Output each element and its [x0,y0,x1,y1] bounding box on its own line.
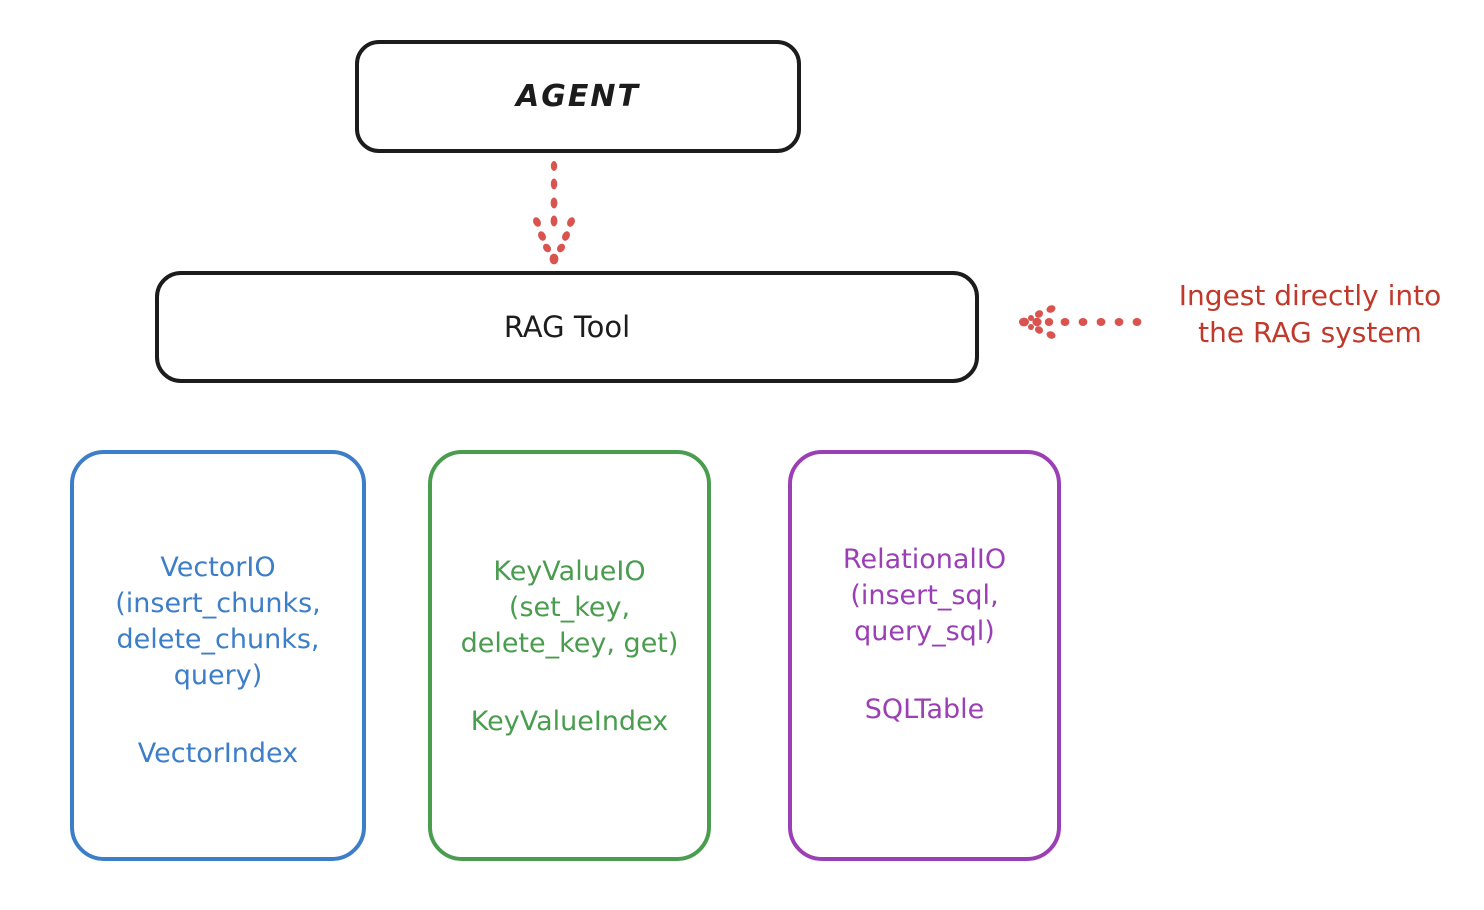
node-relational-io-primary: RelationalIO (insert_sql, query_sql) [842,544,1007,647]
node-rag-tool-label: RAG Tool [503,310,631,344]
node-agent[interactable]: AGENT [355,40,801,153]
node-key-value-io-secondary: KeyValueIndex [470,705,669,737]
annotation-ingest-note: Ingest directly into the RAG system [1178,279,1442,349]
node-key-value-io-primary: KeyValueIO (set_key, delete_key, get) [460,556,679,659]
arrow-agent-to-rag-tool [533,161,575,265]
node-vector-io[interactable]: VectorIO (insert_chunks, delete_chunks, … [70,450,366,861]
node-key-value-io[interactable]: KeyValueIO (set_key, delete_key, get) Ke… [428,450,711,861]
node-vector-io-primary: VectorIO (insert_chunks, delete_chunks, … [115,552,321,691]
node-vector-io-content: VectorIO (insert_chunks, delete_chunks, … [115,550,320,769]
node-relational-io-secondary: SQLTable [864,693,985,725]
node-vector-io-secondary: VectorIndex [137,737,299,769]
node-agent-label: AGENT [516,79,640,114]
node-rag-tool[interactable]: RAG Tool [155,271,979,383]
node-key-value-io-content: KeyValueIO (set_key, delete_key, get) Ke… [461,554,679,737]
node-relational-io-content: RelationalIO (insert_sql, query_sql) SQL… [843,542,1006,725]
node-relational-io[interactable]: RelationalIO (insert_sql, query_sql) SQL… [788,450,1061,861]
arrow-ingest-to-rag-tool [1019,305,1142,339]
